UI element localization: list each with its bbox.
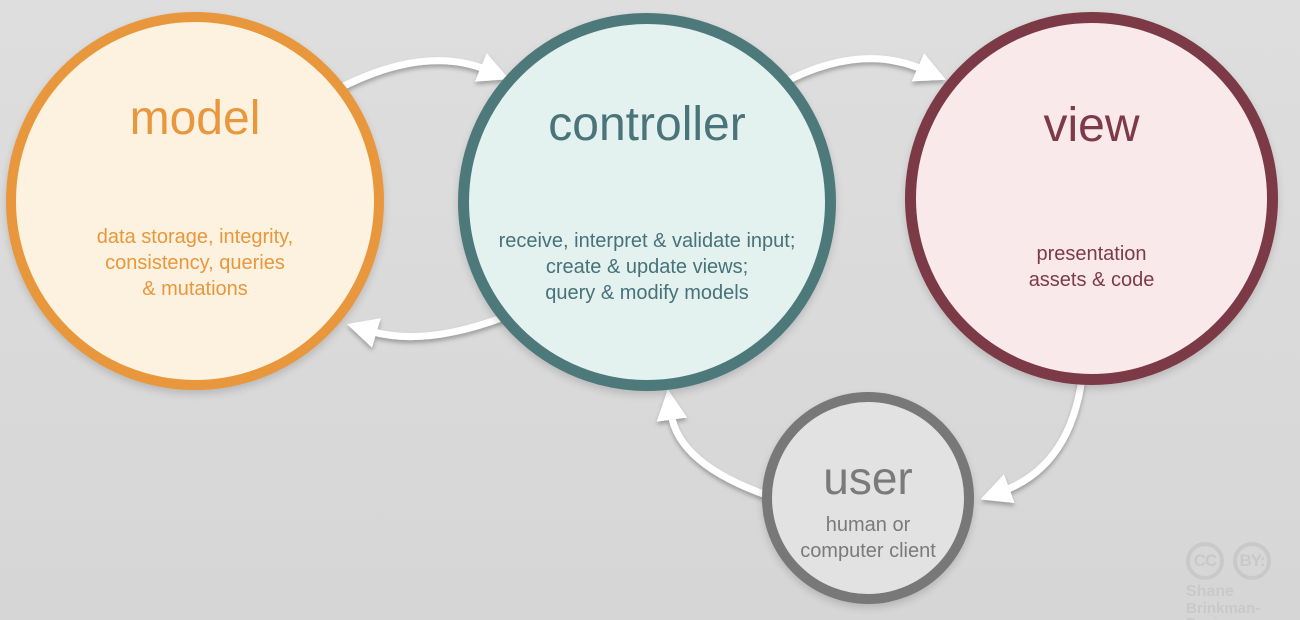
model-title: model [129, 92, 261, 145]
author-credit: Shane Brinkman-Davis [1186, 583, 1261, 620]
user-title: user [823, 452, 913, 504]
view-description: presentation assets & code [1028, 243, 1155, 291]
node-model: model data storage, integrity, consisten… [6, 12, 384, 390]
arrow-model-to-controller [334, 53, 510, 94]
arrow-controller-to-view [781, 53, 946, 87]
node-controller: controller receive, interpret & validate… [458, 13, 836, 391]
cc-by-license-icon: BY: [1233, 542, 1271, 580]
user-description: human or computer client [800, 514, 936, 562]
controller-title: controller [548, 98, 746, 151]
arrow-view-to-user [980, 377, 1086, 504]
model-description: data storage, integrity, consistency, qu… [96, 226, 294, 300]
license-badges: CC BY: [1186, 542, 1300, 580]
node-user: user human or computer client [762, 392, 974, 604]
arrow-user-to-controller [656, 389, 774, 501]
node-view: view presentation assets & code [905, 12, 1278, 385]
cc-license-icon: CC [1186, 542, 1224, 580]
controller-description: receive, interpret & validate input; cre… [498, 230, 796, 304]
attribution: CC BY: Shane Brinkman-Davis [1186, 542, 1300, 620]
view-title: view [1043, 99, 1140, 152]
arrow-controller-to-model [346, 313, 506, 348]
